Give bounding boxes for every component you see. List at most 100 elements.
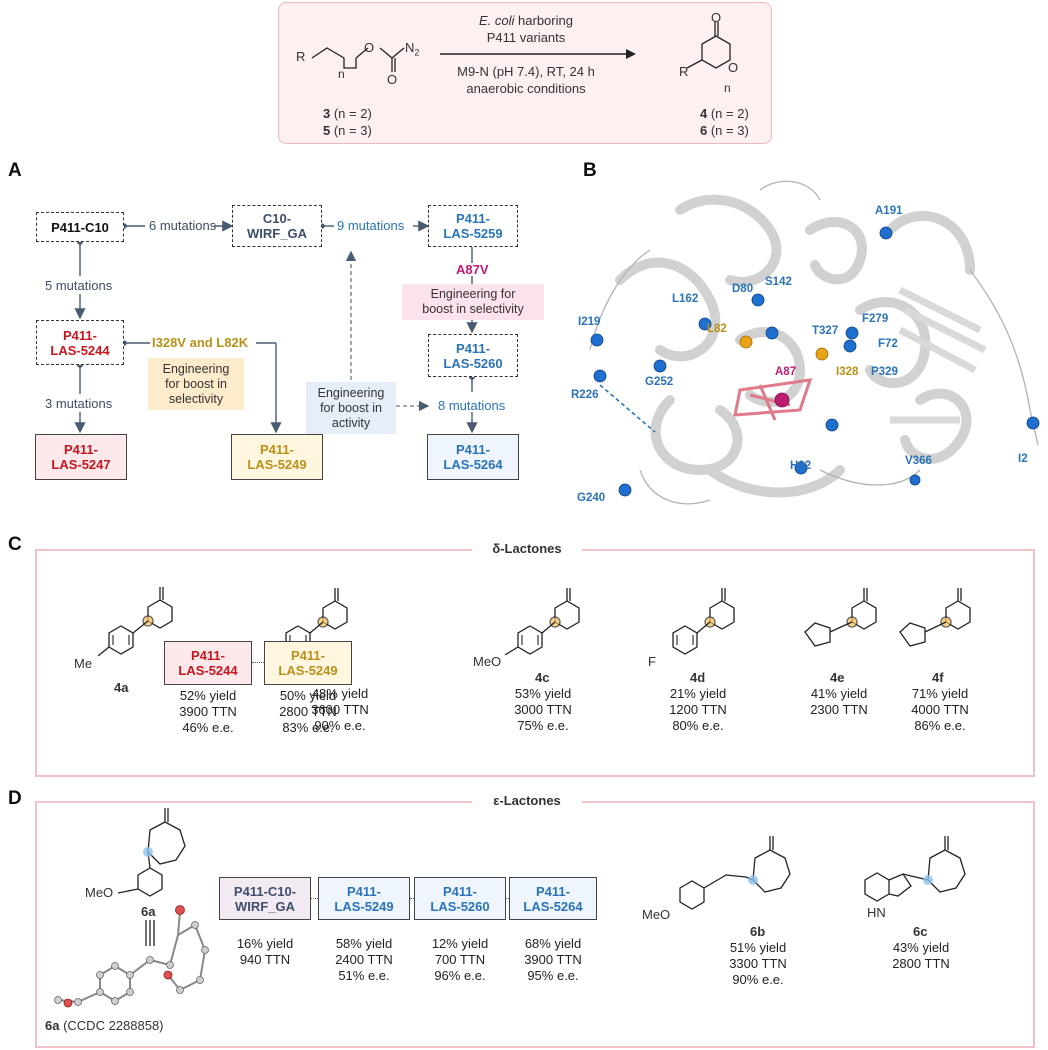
n2-sub: 2 [414,47,420,58]
cmp-4d-label: 4d [690,670,706,685]
cmp-4d-data: 21% yield 1200 TTN 80% e.e. [648,686,748,734]
d-link-3 [506,898,509,899]
panel-c-letter: C [8,534,22,555]
scheme-box [278,2,772,144]
reactant-label-5: 5 (n = 3) [323,123,372,139]
cmp-6c-l2: 2800 TTN [892,956,950,971]
c-5249-l2: 2800 TTN [279,704,337,719]
c-5244-l2: 3900 TTN [179,704,237,719]
arrow-bottom-line-1: M9-N (pH 7.4), RT, 24 h [457,64,595,79]
crystal-label: 6a (CCDC 2288858) [45,1018,164,1034]
variant-las-5264: P411- LAS-5264 [427,434,519,480]
residue-i219: I219 [578,316,601,328]
c-5249-l3: 83% e.e. [282,720,334,735]
d-variant-las-5249: P411- LAS-5249 [318,877,410,920]
reactant-R: R [296,49,306,64]
d-5264-l1: 68% yield [524,936,582,951]
cmp-4c-label: 4c [535,670,550,685]
label-5-cond: (n = 3) [330,123,372,138]
d-variant-c10-wirf-ga: P411-C10- WIRF_GA [219,877,311,920]
reactant-label-3: 3 (n = 2) [323,106,372,122]
variant-las-5249: P411- LAS-5249 [231,434,323,480]
d-variant-5260-data: 12% yield 700 TTN 96% e.e. [410,936,510,984]
product-label-6: 6 (n = 3) [700,123,749,139]
edge-eight-mutations: 8 mutations [438,398,506,413]
residue-l82: L82 [707,323,727,335]
residue-f279: F279 [862,313,889,325]
d-5264-l2: 3900 TTN [524,952,582,967]
cmp-6a-label: 6a [141,904,156,919]
protein-structure [589,180,1040,505]
label-6: 6 [700,123,708,138]
d-5260-l1: 12% yield [431,936,489,951]
panel-c-header: δ-Lactones [472,541,582,557]
label-5: 5 [323,123,331,138]
cmp-6b-data: 51% yield 3300 TTN 90% e.e. [708,940,808,988]
reactant-n: n [338,67,345,81]
edge-i328v-l82k: I328V and L82K [152,335,249,350]
product-O-ring: O [728,60,739,75]
cmp-4a-sub: Me [74,656,93,671]
note-selectivity-pink: Engineering for boost in selectivity [402,284,544,320]
cmp-6b-sub: MeO [642,907,671,922]
crystal-6a: 6a [45,1018,60,1033]
n2-N: N [405,40,415,55]
note-selectivity-gold: Engineering for boost in selectivity [148,358,244,410]
cmp-4b-l1: 48% yield [311,686,369,701]
residue-h92: H92 [790,460,812,472]
cmp-4b-l2: 3600 TTN [311,702,369,717]
arrow-top-line-1: E. coli harboring [452,13,600,29]
cmp-4d-sub: F [648,654,656,669]
c-variant-las-5249: P411- LAS-5249 [264,641,352,685]
reactant-N2: N2 [405,40,419,61]
cmp-4c-data: 53% yield 3000 TTN 75% e.e. [493,686,593,734]
cmp-4a-label: 4a [114,680,129,695]
panel-d-header: ε-Lactones [472,793,582,809]
d-5264-l3: 95% e.e. [527,968,579,983]
label-3-cond: (n = 2) [330,106,372,121]
cmp-4c-l2: 3000 TTN [514,702,572,717]
panel-d-letter: D [8,788,22,809]
residue-d80: D80 [732,283,754,295]
residue-f72: F72 [878,338,898,350]
cmp-4f-label: 4f [932,670,944,685]
d-5249-l2: 2400 TTN [335,952,393,967]
variant-las-5244: P411- LAS-5244 [36,320,124,365]
cmp-4f-l3: 86% e.e. [914,718,966,733]
cmp-6b-l2: 3300 TTN [729,956,787,971]
panel-a-letter: A [8,160,22,181]
d-variant-5264-data: 68% yield 3900 TTN 95% e.e. [503,936,603,984]
d-link-2 [410,898,414,899]
cmp-4f-l2: 4000 TTN [911,702,969,717]
product-label-4: 4 (n = 2) [700,106,749,122]
cmp-6c-label: 6c [913,924,928,939]
edge-five-mutations: 5 mutations [45,278,113,293]
d-link-1 [311,898,318,899]
cmp-4c-l1: 53% yield [514,686,572,701]
cmp-6b-l1: 51% yield [729,940,787,955]
arrow-top-line-2: P411 variants [486,30,566,45]
product-R: R [679,64,689,79]
cmp-6a-sub: MeO [85,885,114,900]
d-5260-l2: 700 TTN [434,952,486,967]
residue-v366: V366 [905,455,932,467]
d-variant-las-5264: P411- LAS-5264 [509,877,597,920]
d-variant-wirf-data: 16% yield 940 TTN [215,936,315,968]
panel-b-letter: B [583,160,597,181]
c-variant-link [252,662,264,663]
residue-a191: A191 [875,205,903,217]
residue-g240: G240 [577,492,606,504]
label-6-cond: (n = 3) [707,123,749,138]
note-activity-blue: Engineering for boost in activity [306,382,396,434]
c-5244-l3: 46% e.e. [182,720,234,735]
d-5249-l3: 51% e.e. [338,968,390,983]
residue-r226: R226 [571,389,599,401]
reactant-O-ester: O [364,40,375,55]
residue-p329: P329 [871,366,898,378]
variant-c10-wirf-ga: C10- WIRF_GA [232,205,322,247]
label-3: 3 [323,106,331,121]
cmp-4d-l1: 21% yield [669,686,727,701]
residue-a87: A87 [775,366,797,378]
